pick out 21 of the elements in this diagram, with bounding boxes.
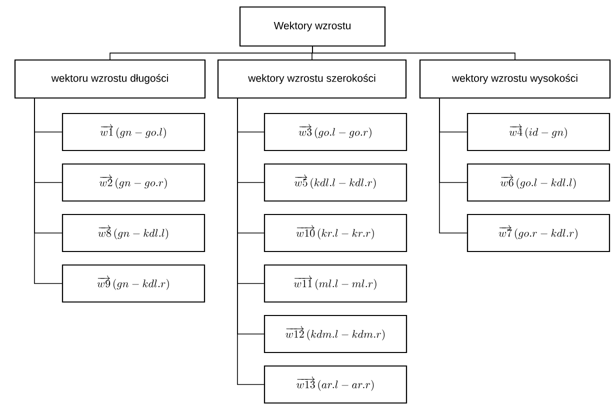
connector-line [34,98,62,284]
formula-box: $\overrightarrow{w1}\,(gn-go.l)$ [62,112,206,152]
formula-box: $\overrightarrow{w12}\,(kdm.l-kdm.r)$ [264,314,408,354]
category-box: wektory wzrostu wysokości [419,59,611,99]
formula-box: $\overrightarrow{w7}\,(go.r-kdl.r)$ [466,214,610,252]
connector-line [237,98,264,385]
formula-box: $\overrightarrow{w4}\,(id-gn)$ [466,112,610,152]
formula-box: $\overrightarrow{w8}\,(gn-kdl.l)$ [62,214,206,252]
formula-box: $\overrightarrow{w3}\,(go.l-go.r)$ [264,112,408,152]
connector-line [312,46,516,60]
formula-box: $\overrightarrow{w13}\,(ar.l-ar.r)$ [264,365,408,404]
formula-box: $\overrightarrow{w9}\,(gn-kdl.r)$ [62,264,206,303]
formula-box: $\overrightarrow{w6}\,(go.l-kdl.l)$ [466,163,610,202]
formula-box: $\overrightarrow{w10}\,(kr.l-kr.r)$ [264,214,408,252]
formula-box: $\overrightarrow{w2}\,(gn-go.r)$ [62,163,206,202]
category-box: wektory wzrostu szerokości [217,59,407,99]
formula-box: $\overrightarrow{w11}\,(ml.l-ml.r)$ [264,264,408,303]
formula-box: $\overrightarrow{w5}\,(kdl.l-kdl.r)$ [264,163,408,202]
connector-line [439,98,468,234]
root-box: Wektory wzrostu [239,6,386,47]
category-box: wektoru wzrostu długości [14,59,206,99]
